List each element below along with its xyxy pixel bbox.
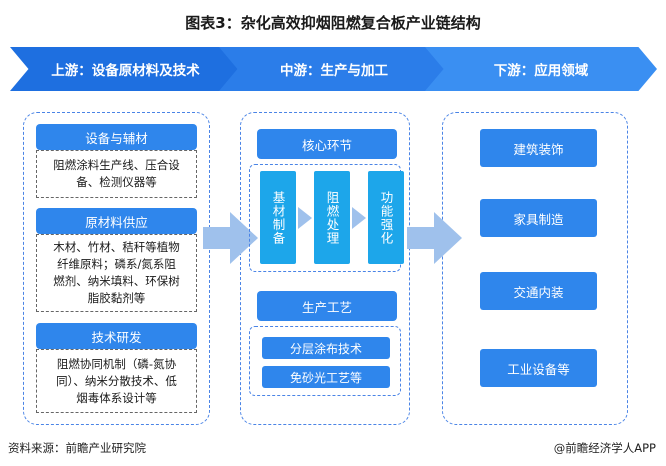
research-text: 阻燃协同机制（磷-氮协 同）、纳米分散技术、低 烟毒体系设计等 [36,349,197,413]
chart-title: 图表3：杂化高效抑烟阻燃复合板产业链结构 [185,14,481,32]
core-step-enhancement: 功能强化 [368,171,404,264]
equipment-text-line: 备、检测仪器等 [76,175,157,189]
craft-container [249,326,401,396]
step-arrow-icon [352,207,366,229]
app-transport-interior: 交通内装 [480,272,597,310]
flow-arrow-body [407,227,437,249]
app-industrial-equipment: 工业设备等 [480,349,597,387]
midstream-container [240,112,410,425]
equipment-label: 设备与辅材 [36,124,197,150]
research-text-line: 烟毒体系设计等 [76,390,157,405]
research-label: 技术研发 [36,323,197,349]
flow-arrow-body [203,227,233,249]
craft-label: 生产工艺 [257,291,397,321]
core-process-label: 核心环节 [257,129,397,159]
brand-credit: @前瞻经济学人APP [554,440,656,456]
brand-text: @前瞻经济学人APP [553,441,656,455]
stage-upstream-header: 上游：设备原材料及技术 [10,47,241,91]
source-note: 资料来源：前瞻产业研究院 [8,441,146,455]
craft-sanding-free: 免砂光工艺等 [262,366,390,388]
craft-layered-coating: 分层涂布技术 [262,337,390,359]
stage-midstream-header: 中游：生产与加工 [219,47,449,91]
app-furniture: 家具制造 [480,199,597,237]
materials-text-line: 木材、竹材、秸秆等植物 [53,240,180,254]
research-text-line: 阻燃协同机制（磷-氮协 [56,356,177,371]
materials-text-line: 燃剂、纳米填料、环保树 [53,274,180,288]
flow-arrow-right-icon [434,212,462,264]
app-building-decoration: 建筑装饰 [480,129,597,167]
core-step-flame-retardant: 阻燃处理 [314,171,350,264]
equipment-text: 阻燃涂料生产线、压合设 备、检测仪器等 [36,150,197,198]
flow-arrow-right-icon [230,212,258,264]
materials-text-line: 脂胶黏剂等 [87,291,146,305]
core-step-substrate: 基材制备 [260,171,296,264]
upstream-container [23,112,210,425]
materials-label: 原材料供应 [36,208,197,234]
research-text-line: 同）、纳米分散技术、低 [56,373,177,388]
stage-downstream-header: 下游：应用领域 [425,47,657,91]
step-arrow-icon [298,207,312,229]
downstream-container [442,112,628,425]
equipment-text-line: 阻燃涂料生产线、压合设 [53,158,180,172]
materials-text: 木材、竹材、秸秆等植物 纤维原料；磷系/氮系阻 燃剂、纳米填料、环保树 脂胶黏剂… [36,234,197,312]
materials-text-line: 纤维原料；磷系/氮系阻 [57,257,176,271]
